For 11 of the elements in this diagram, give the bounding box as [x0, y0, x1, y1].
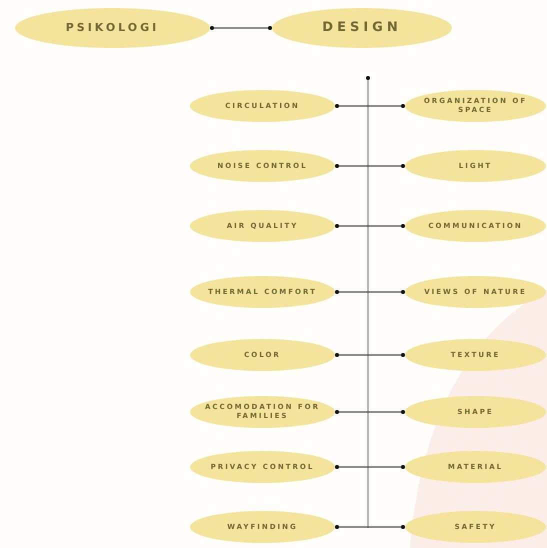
connector-line: [335, 104, 405, 108]
connector-line: [335, 290, 405, 294]
connector-line: [335, 525, 405, 529]
connector-line: [335, 410, 405, 414]
node-label: PSIKOLOGI: [66, 21, 160, 35]
connector-line: [335, 224, 405, 228]
connector-line: [335, 353, 405, 357]
connector-line: [335, 164, 405, 168]
connector-line: [335, 465, 405, 469]
connector-line: [210, 26, 272, 30]
node-label: DESIGN: [322, 20, 402, 36]
